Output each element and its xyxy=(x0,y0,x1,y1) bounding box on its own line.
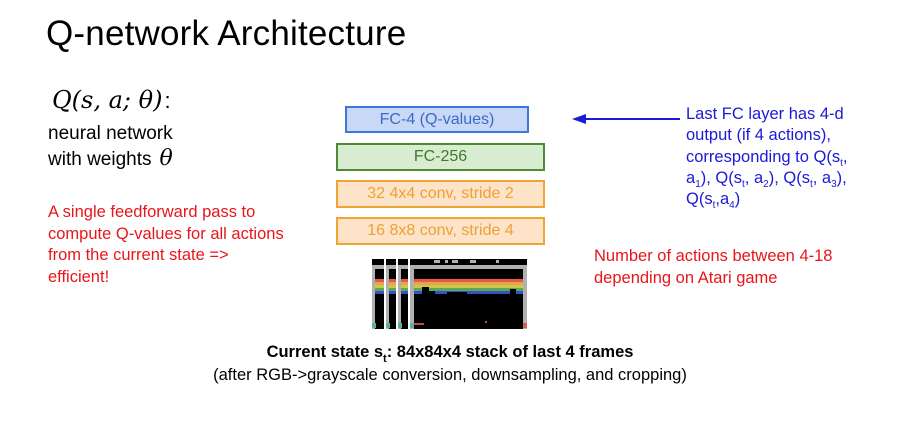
feedforward-note: A single feedforward pass to compute Q-v… xyxy=(48,203,284,286)
frame-4 xyxy=(410,259,527,329)
note-text: corresponding to Q(s xyxy=(686,147,841,166)
formula-text: Q(s, a; θ) xyxy=(52,86,163,114)
subscript: t xyxy=(840,157,843,169)
note-text: ,a xyxy=(715,190,730,209)
note-text: ), Q(s xyxy=(700,168,742,187)
weights-label: with weights θ xyxy=(48,146,173,171)
note-text: , xyxy=(842,147,848,166)
preprocessing-caption: (after RGB->grayscale conversion, downsa… xyxy=(213,366,687,384)
subscript: t xyxy=(712,200,716,212)
input-state-caption: Current state st: 84x84x4 stack of last … xyxy=(0,343,900,365)
note-line: Q(st,a4) xyxy=(686,189,886,212)
note-line: corresponding to Q(st, xyxy=(686,147,886,169)
note-text: ), xyxy=(836,168,847,187)
subscript: 4 xyxy=(729,200,735,212)
layer-conv-32: 32 4x4 conv, stride 2 xyxy=(336,180,545,208)
last-fc-note: Last FC layer has 4-d output (if 4 actio… xyxy=(686,104,886,212)
atari-frames-stack-image xyxy=(372,259,527,331)
note-text: a xyxy=(686,168,696,187)
note-text: , a xyxy=(812,168,832,187)
q-function-formula: Q(s, a; θ): xyxy=(52,86,171,114)
subscript: t xyxy=(383,353,387,365)
caption-text: Current state s xyxy=(266,343,384,361)
weights-text: with weights xyxy=(48,149,152,170)
subscript: t xyxy=(809,178,813,190)
neural-network-label: neural network xyxy=(48,123,173,144)
frame-2 xyxy=(386,259,396,329)
subscript: t xyxy=(742,178,745,190)
subscript: 1 xyxy=(695,178,701,190)
note-text: , a xyxy=(744,168,764,187)
note-text: ), Q(s xyxy=(768,168,810,187)
formula-colon: : xyxy=(164,88,171,113)
note-text: Q(s xyxy=(686,190,713,209)
slide-title: Q-network Architecture xyxy=(46,14,407,53)
layer-fc256: FC-256 xyxy=(336,143,545,171)
note-line: a1), Q(st, a2), Q(st, a3), xyxy=(686,168,886,190)
note-line: Last FC layer has 4-d xyxy=(686,105,844,123)
note-line: output (if 4 actions), xyxy=(686,126,831,145)
subscript: 3 xyxy=(831,178,837,190)
actions-count-note: Number of actions between 4-18 depending… xyxy=(594,247,833,287)
note-text: ) xyxy=(734,190,741,209)
subscript: 2 xyxy=(763,178,769,190)
layer-fc4-qvalues: FC-4 (Q-values) xyxy=(345,106,529,133)
layer-conv-16: 16 8x8 conv, stride 4 xyxy=(336,217,545,245)
arrow-left-icon xyxy=(572,114,680,124)
frame-1 xyxy=(372,259,384,329)
frame-3 xyxy=(398,259,408,329)
caption-text: : 84x84x4 stack of last 4 frames xyxy=(386,343,634,361)
theta-symbol: θ xyxy=(159,146,173,171)
